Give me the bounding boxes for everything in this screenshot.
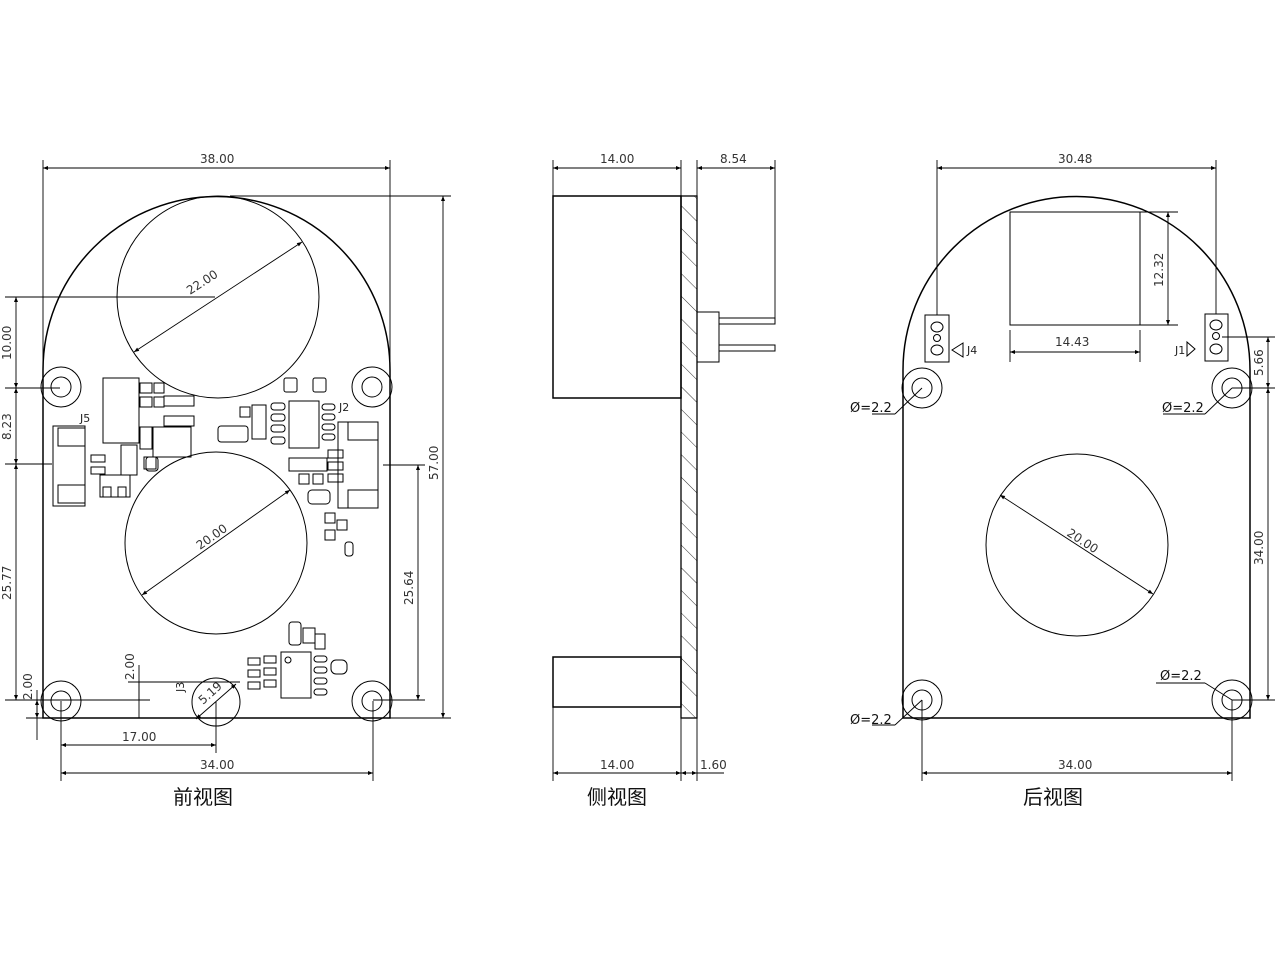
hole-diameter-br: Ø=2.2: [1160, 669, 1202, 684]
hole-diameter-tr: Ø=2.2: [1162, 401, 1204, 416]
side-pins: [718, 317, 776, 352]
back-mount-holes: [901, 367, 1253, 721]
dim-j3-circle: 5.19: [196, 679, 225, 707]
dim-big-circle: 22.00: [184, 267, 220, 297]
label-j1: J1: [1174, 344, 1185, 357]
hole-diameter-bl: Ø=2.2: [850, 713, 892, 728]
side-component-body: [552, 195, 682, 399]
dim-right-to-hole: 25.64: [402, 571, 416, 605]
label-j2: J2: [338, 401, 349, 414]
back-view-title: 后视图: [1023, 785, 1083, 809]
side-connector: [696, 311, 720, 363]
dim-front-hole-spacing: 34.00: [200, 758, 234, 772]
dim-back-hole-spacing-h: 34.00: [1058, 758, 1092, 772]
label-j3: J3: [174, 682, 187, 693]
dim-connector-spacing: 30.48: [1058, 152, 1092, 166]
connector-j1: [1186, 313, 1229, 362]
dim-j5-to-bottom-hole: 25.77: [0, 566, 14, 600]
side-view: 14.00 8.54 14.00 1.60 侧视图: [552, 152, 776, 809]
dim-j3-offset-x: 17.00: [122, 730, 156, 744]
connector-j4: [924, 314, 964, 363]
front-view: J5 J2 J3 22.00 20.00 5.19 38.00 57.00 10…: [0, 152, 451, 809]
dim-hole-offset: 2.00: [21, 673, 35, 700]
front-extension-lines: [5, 160, 451, 781]
dim-side-depth-bottom: 14.00: [600, 758, 634, 772]
dim-pin-length: 8.54: [720, 152, 747, 166]
front-mount-holes: [40, 366, 393, 722]
dim-hole-to-j5: 8.23: [0, 413, 14, 440]
back-board-outline: [902, 195, 1251, 719]
dim-connector-to-hole: 5.66: [1252, 349, 1266, 376]
dim-back-hole-spacing-v: 34.00: [1252, 531, 1266, 565]
side-view-title: 侧视图: [587, 785, 647, 809]
back-view: J4 J1 20.00 30.48 12.32 14.43 5.66: [850, 152, 1275, 809]
label-j4: J4: [966, 344, 977, 357]
dim-top-to-hole: 10.00: [0, 326, 14, 360]
dim-module-height: 12.32: [1152, 253, 1166, 287]
dim-front-width: 38.00: [200, 152, 234, 166]
back-inner-circle: [985, 453, 1169, 637]
front-components: [52, 377, 379, 699]
dim-board-thickness: 1.60: [700, 758, 727, 772]
dim-back-inner-circle: 20.00: [1064, 526, 1100, 556]
label-j5: J5: [79, 412, 90, 425]
side-board: [680, 195, 698, 719]
dim-front-height: 57.00: [427, 446, 441, 480]
side-bottom-component: [552, 656, 682, 708]
dim-module-width: 14.43: [1055, 335, 1089, 349]
dim-side-depth-top: 14.00: [600, 152, 634, 166]
hole-diameter-tl: Ø=2.2: [850, 401, 892, 416]
back-module: [1009, 211, 1141, 326]
dim-j3-offset-y: 2.00: [123, 653, 137, 680]
front-inner-circle: [124, 451, 308, 635]
front-view-title: 前视图: [173, 785, 233, 809]
